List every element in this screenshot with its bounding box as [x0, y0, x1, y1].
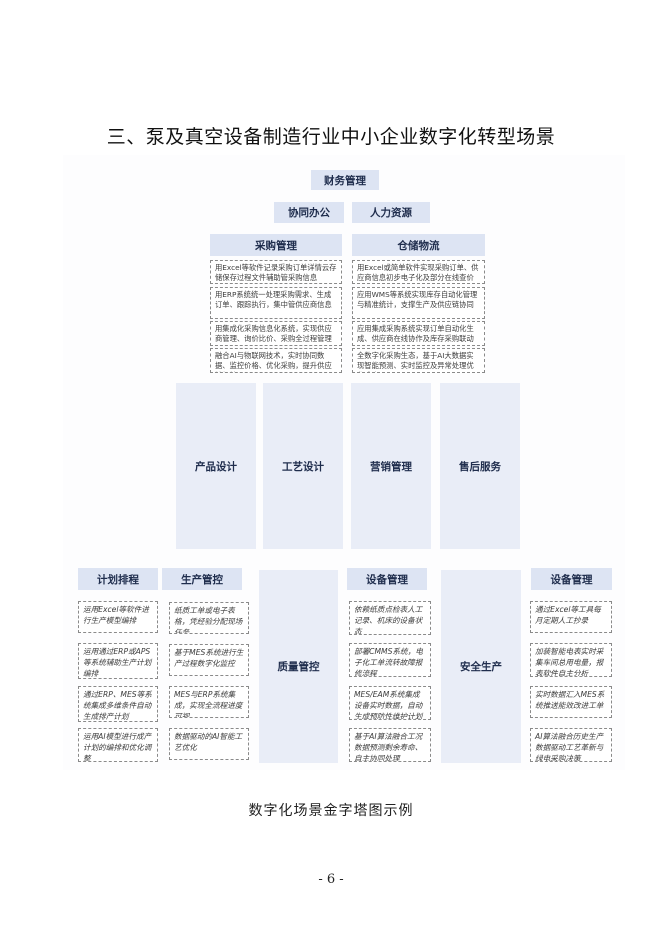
note-production-2: 基于MES系统进行生产过程数字化监控	[169, 644, 249, 676]
box-planning: 计划排程	[78, 568, 158, 590]
box-hr: 人力资源	[352, 202, 430, 223]
note-planning-2: 运用通过ERP或APS等系统辅助生产计划编排	[78, 643, 158, 679]
note-equipment-3: MES/EAM系统集成设备实时数据，自动生成预防性维护计划	[349, 686, 431, 720]
note-procurement-4: 融合AI与物联网技术，实时协同数据、监控价格、优化采购，提升供应链韧性	[210, 348, 342, 373]
note-energy-3: 实时数据汇入MES系统推送能效改进工单	[530, 686, 612, 718]
note-procurement-3: 用集成化采购信息化系统，实现供应商管理、询价比价、采购全过程管理	[210, 321, 342, 346]
note-equipment-2: 部署CMMS系统，电子化工单流转故障报修流程	[349, 643, 431, 677]
note-production-3: MES与ERP系统集成，实现全流程进度可视	[169, 686, 249, 718]
note-production-4: 数据驱动的AI智能工艺优化	[169, 728, 249, 760]
box-production-control: 生产管控	[162, 568, 242, 590]
box-collab-office: 协同办公	[274, 202, 344, 223]
box-equipment-mgmt-energy: 设备管理	[531, 568, 612, 590]
figure-caption: 数字化场景金字塔图示例	[248, 803, 414, 819]
note-energy-2: 加装智能电表实时采集车间总用电量，报表软件自主分析	[530, 643, 612, 677]
box-marketing: 营销管理	[351, 383, 431, 549]
note-warehousing-4: 全数字化采购生态，基于AI大数据实现智能预测、实时监控及异常处理优化成本	[352, 348, 485, 373]
box-procurement: 采购管理	[210, 234, 342, 256]
box-finance: 财务管理	[311, 170, 379, 190]
box-quality-control: 质量管控	[259, 570, 338, 763]
box-warehousing: 仓储物流	[352, 234, 485, 256]
note-equipment-4: 基于AI算法融合工况数据预测剩余寿命、自主协同处理	[349, 728, 431, 762]
note-warehousing-3: 应用集成采购系统实现订单自动化生成、供应商在线协作及库存采购联动	[352, 321, 485, 346]
note-planning-3: 通过ERP、MES等系统集成多维条件自动生成排产计划	[78, 686, 158, 722]
note-planning-1: 运用Excel等软件进行生产模型编排	[78, 601, 158, 633]
note-planning-4: 运用AI模型进行成产计划的编排和优化调整	[78, 728, 158, 762]
note-equipment-1: 依赖纸质点检表人工记录、机床的设备状态	[349, 601, 431, 635]
note-energy-1: 通过Excel等工具每月定期人工抄录	[530, 601, 612, 633]
note-warehousing-2: 应用WMS等系统实现库存自动化管理与精准统计，支撑生产及供应链协同	[352, 287, 485, 319]
box-safety-production: 安全生产	[441, 570, 521, 763]
page-number: - 6 -	[318, 872, 344, 887]
note-procurement-2: 用ERP系统统一处理采购需求、生成订单、跟踪执行，集中管供应商信息	[210, 287, 342, 319]
note-warehousing-1: 用Excel或简单软件实现采购订单、供应商信息初步电子化及部分在线查价	[352, 260, 485, 284]
section-heading: 三、泵及真空设备制造行业中小企业数字化转型场景	[106, 126, 556, 148]
note-energy-4: AI算法融合历史生产数据驱动工艺革新与绿电采购决策	[530, 728, 612, 762]
box-after-sales: 售后服务	[440, 383, 520, 549]
box-product-design: 产品设计	[176, 383, 256, 549]
box-equipment-mgmt: 设备管理	[347, 568, 427, 590]
note-production-1: 纸质工单或电子表格，凭经验分配现场任务	[169, 602, 249, 634]
note-procurement-1: 用Excel等软件记录采购订单详情云存储保存过程文件辅助管采购信息	[210, 260, 342, 284]
box-process-design: 工艺设计	[263, 383, 343, 549]
